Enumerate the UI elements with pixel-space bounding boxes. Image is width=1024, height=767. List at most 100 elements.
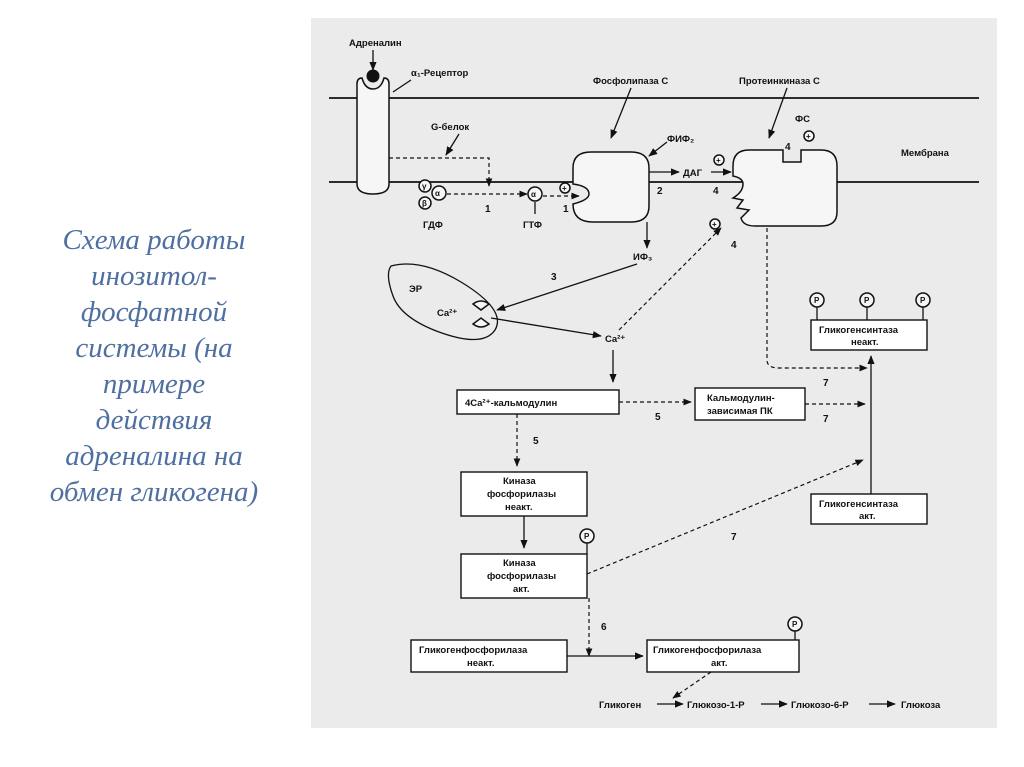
pip2-to-plc-arrow bbox=[648, 141, 668, 157]
cam-pk-label-1: Кальмодулин- bbox=[707, 393, 775, 404]
gs-active-label-2: акт. bbox=[859, 511, 876, 522]
caption-line: примере bbox=[102, 368, 206, 400]
gs-phosphate-symbol-1: P bbox=[814, 296, 820, 305]
g-protein-label: G-белок bbox=[431, 122, 469, 133]
gs-inactive-label-1: Гликогенсинтаза bbox=[819, 325, 899, 336]
caption-line: фосфатной bbox=[80, 296, 228, 328]
step-7-b: 7 bbox=[823, 414, 829, 425]
phk-active-label-3: акт. bbox=[513, 584, 530, 595]
gp-to-glycogen-dashed bbox=[672, 671, 712, 699]
plus-marker-ca bbox=[709, 218, 721, 230]
gtp-label: ГТФ bbox=[523, 220, 542, 231]
phk-phosphate bbox=[579, 528, 595, 544]
caption: Схема работы инозитол- фосфатной системы… bbox=[8, 222, 300, 510]
pip2-label: ФИФ₂ bbox=[667, 134, 694, 145]
gs-phosphate-1 bbox=[809, 292, 825, 308]
ip3-label: ИФ₃ bbox=[633, 252, 652, 263]
er-to-ca-arrow bbox=[490, 317, 602, 339]
fs-label: ФС bbox=[795, 114, 810, 125]
step-1-a: 1 bbox=[485, 204, 491, 215]
step-6: 6 bbox=[601, 622, 607, 633]
gp-active-box bbox=[646, 639, 800, 673]
gs-phosphate-symbol-2: P bbox=[864, 296, 870, 305]
ca-channel-upper bbox=[471, 300, 491, 311]
ca-free-label: Ca²⁺ bbox=[605, 334, 625, 345]
gp-active-label-2: акт. bbox=[711, 658, 728, 669]
g-alpha-subunit bbox=[431, 185, 447, 201]
phk-inactive-box bbox=[460, 471, 588, 517]
phk-active-box bbox=[460, 553, 588, 599]
step-1-b: 1 bbox=[563, 204, 569, 215]
plus-symbol-g: + bbox=[562, 184, 567, 193]
protein-kinase-c-pointer bbox=[768, 87, 788, 139]
phospholipase-c-pointer bbox=[610, 87, 632, 139]
g-gamma-symbol: γ bbox=[422, 182, 427, 191]
g-beta-symbol: β bbox=[422, 199, 427, 208]
calmodulin-label: 4Ca²⁺-кальмодулин bbox=[465, 398, 557, 409]
plus-marker-dag bbox=[713, 154, 725, 166]
caption-line: действия bbox=[95, 404, 213, 436]
plus-symbol-ca: + bbox=[712, 220, 717, 229]
plus-symbol-dag: + bbox=[716, 156, 721, 165]
gs-active-box bbox=[810, 493, 928, 525]
ca-er-label: Ca²⁺ bbox=[437, 308, 457, 319]
phk-inactive-label-1: Киназа bbox=[503, 476, 536, 487]
caption-line: Схема работы bbox=[62, 224, 246, 256]
gdp-label: ГДФ bbox=[423, 220, 443, 231]
diagram-panel: Мембрана Адреналин α₁-Рецептор G-белок γ… bbox=[311, 18, 997, 728]
a1-receptor-label: α₁-Рецептор bbox=[411, 68, 469, 79]
pkc-to-gs-dashed bbox=[766, 228, 868, 372]
gp-phosphate bbox=[787, 616, 803, 632]
glycogen-label: Гликоген bbox=[599, 700, 641, 711]
caption-line: обмен гликогена) bbox=[49, 476, 259, 508]
gs-phosphate-symbol-3: P bbox=[920, 296, 926, 305]
membrane-label: Мембрана bbox=[901, 148, 950, 159]
g-protein-pointer bbox=[445, 133, 460, 156]
step-4-a: 4 bbox=[713, 186, 719, 197]
step-3: 3 bbox=[551, 272, 557, 283]
a1-receptor-pointer bbox=[392, 79, 412, 93]
gs-inactive-box bbox=[810, 319, 928, 351]
gs-phosphate-3 bbox=[915, 292, 931, 308]
adrenaline-ligand bbox=[366, 69, 380, 83]
caption-line: инозитол- bbox=[91, 260, 217, 292]
receptor-to-g-dashed bbox=[389, 157, 493, 187]
step-5-b: 5 bbox=[533, 436, 539, 447]
diagram-svg: Мембрана Адреналин α₁-Рецептор G-белок γ… bbox=[329, 38, 979, 711]
phk-to-gs-dashed bbox=[586, 459, 864, 575]
plus-marker-fs bbox=[803, 130, 815, 142]
cam-pk-label-2: зависимая ПК bbox=[707, 406, 773, 417]
g1p-label: Глюкозо-1-Р bbox=[687, 700, 745, 711]
g-alpha-gtp-subunit bbox=[527, 186, 543, 202]
ip3-to-er-arrow bbox=[496, 263, 638, 311]
phk-inactive-label-2: фосфорилазы bbox=[487, 489, 556, 500]
g6p-label: Глюкозо-6-Р bbox=[791, 700, 849, 711]
gs-phosphate-2 bbox=[859, 292, 875, 308]
gp-phosphate-symbol: P bbox=[792, 620, 798, 629]
endoplasmic-reticulum bbox=[387, 263, 499, 341]
gs-inactive-label-2: неакт. bbox=[851, 337, 879, 348]
step-7-a: 7 bbox=[823, 378, 829, 389]
a1-receptor bbox=[356, 77, 390, 195]
adrenaline-label: Адреналин bbox=[349, 38, 402, 49]
step-4-b: 4 bbox=[785, 142, 791, 153]
gs-active-label-1: Гликогенсинтаза bbox=[819, 499, 899, 510]
phk-active-label-1: Киназа bbox=[503, 558, 536, 569]
protein-kinase-c bbox=[730, 149, 838, 227]
phospholipase-c bbox=[572, 151, 650, 223]
caption-line: системы (на bbox=[75, 332, 233, 364]
step-4-c: 4 bbox=[731, 240, 737, 251]
step-2: 2 bbox=[657, 186, 663, 197]
glucose-label: Глюкоза bbox=[901, 700, 941, 711]
protein-kinase-c-label: Протеинкиназа С bbox=[739, 76, 820, 87]
g-beta-subunit bbox=[418, 196, 432, 210]
gp-inactive-label-2: неакт. bbox=[467, 658, 495, 669]
phk-phosphate-symbol: P bbox=[584, 532, 590, 541]
plus-marker-g bbox=[559, 182, 571, 194]
g-gamma-subunit bbox=[418, 179, 432, 193]
g-alpha-gtp-symbol: α bbox=[531, 190, 536, 199]
ca-to-pkc-dashed bbox=[618, 227, 722, 331]
phospholipase-c-label: Фосфолипаза С bbox=[593, 76, 668, 87]
gp-active-label-1: Гликогенфосфорилаза bbox=[653, 645, 762, 656]
gp-inactive-label-1: Гликогенфосфорилаза bbox=[419, 645, 528, 656]
